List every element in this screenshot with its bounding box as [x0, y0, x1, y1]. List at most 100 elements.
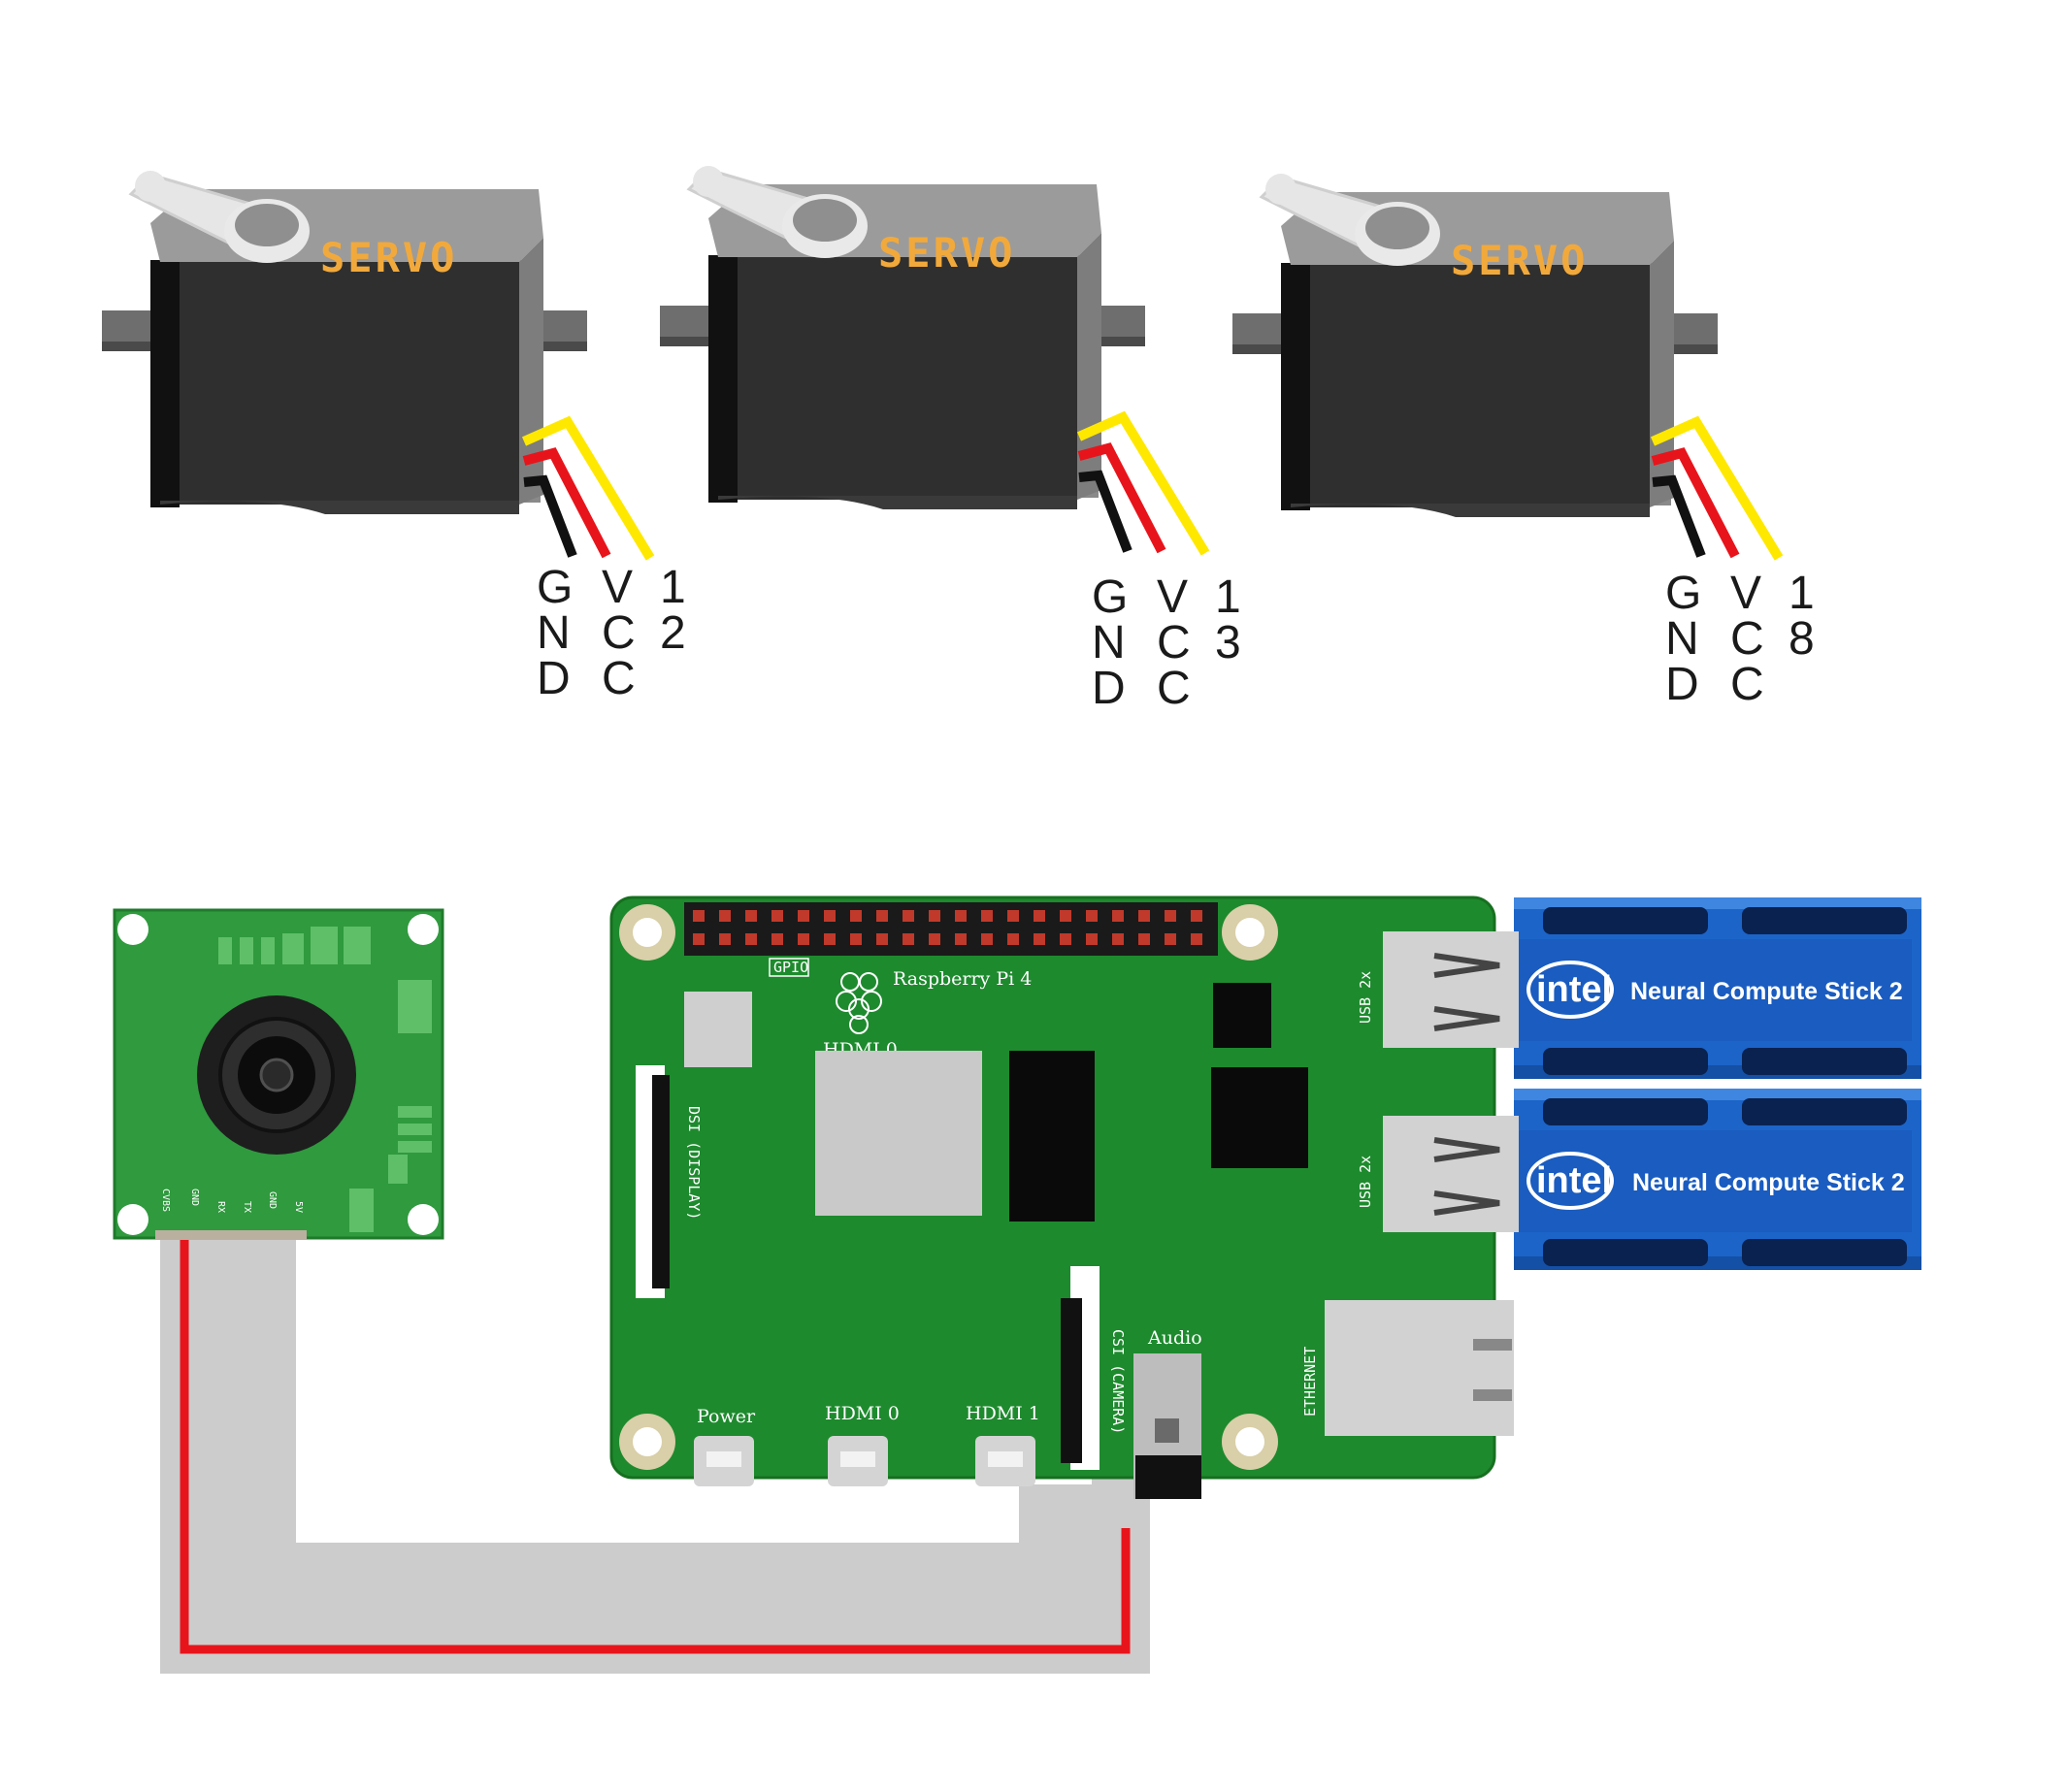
gpio-pin	[1112, 910, 1124, 922]
servo-2: SERVO	[658, 164, 1147, 511]
gpio-pin	[876, 910, 888, 922]
gpio-pin	[719, 933, 731, 945]
svg-text:C: C	[1730, 613, 1764, 665]
soc-chip	[815, 1051, 982, 1216]
gpio-pin	[771, 910, 783, 922]
gpio-pin	[955, 933, 967, 945]
svg-text:CVBS: CVBS	[160, 1189, 171, 1212]
ram-chip	[1009, 1051, 1095, 1222]
svg-text:V: V	[602, 562, 633, 613]
audio-label: Audio	[1147, 1327, 1202, 1349]
svg-text:C: C	[1157, 663, 1191, 714]
servo-2-label: SERVO	[878, 229, 1015, 277]
servo-1: SERVO	[100, 169, 589, 516]
svg-text:GND: GND	[189, 1189, 200, 1206]
usb-port-bottom	[1383, 1116, 1519, 1232]
svg-text:V: V	[1730, 568, 1761, 619]
svg-text:G: G	[537, 562, 573, 613]
servo-2-pin-labels: G N D V C C 1 3	[1092, 571, 1241, 714]
svg-text:1: 1	[660, 562, 686, 613]
gpio-pin	[1007, 910, 1019, 922]
raspberry-logo-icon	[836, 972, 882, 1034]
svg-text:TX: TX	[242, 1201, 252, 1213]
svg-text:1: 1	[1215, 571, 1241, 623]
gpio-pin	[824, 933, 836, 945]
gpio-label: GPIO	[773, 959, 808, 976]
svg-text:C: C	[602, 653, 636, 704]
gpio-pin	[1138, 933, 1150, 945]
csi-label: CSI (CAMERA)	[1109, 1329, 1127, 1434]
servo-1-pin-labels: G N D V C C 1 2	[537, 562, 686, 704]
svg-text:C: C	[1157, 617, 1191, 668]
svg-text:3: 3	[1215, 617, 1241, 668]
gpio-pin	[1138, 910, 1150, 922]
svg-text:2: 2	[660, 607, 686, 659]
svg-text:V: V	[1157, 571, 1188, 623]
svg-text:8: 8	[1789, 613, 1815, 665]
gpio-pin	[693, 933, 705, 945]
usb-port-top	[1383, 931, 1519, 1048]
gpio-pin	[955, 910, 967, 922]
servo-1-label: SERVO	[320, 234, 457, 281]
ethernet-label: ETHERNET	[1301, 1347, 1319, 1417]
gpio-pin	[903, 933, 914, 945]
hdmi1-label: HDMI 1	[966, 1403, 1040, 1424]
svg-text:5V: 5V	[293, 1201, 304, 1213]
svg-text:N: N	[537, 607, 571, 659]
camera-ribbon-cable	[160, 1230, 1150, 1674]
stick-2-brand: intel	[1536, 1160, 1612, 1201]
gpio-pin	[1165, 933, 1176, 945]
camera-pin-labels: CVBS GND RX TX GND 5V	[160, 1189, 304, 1213]
svg-text:N: N	[1665, 613, 1699, 665]
usb-label-top: USB 2x	[1357, 971, 1374, 1024]
stick-2-name: Neural Compute Stick 2	[1632, 1169, 1905, 1196]
gpio-pin	[719, 910, 731, 922]
gpio-pin	[1112, 933, 1124, 945]
gpio-pin	[798, 910, 809, 922]
gpio-pin	[1060, 933, 1071, 945]
gpio-pin	[876, 933, 888, 945]
gpio-header	[684, 902, 1218, 956]
gpio-pin	[850, 910, 862, 922]
gpio-pin	[798, 933, 809, 945]
svg-text:GND: GND	[267, 1191, 278, 1209]
gpio-pin	[1165, 910, 1176, 922]
gpio-pin	[850, 933, 862, 945]
gpio-pin	[1086, 933, 1098, 945]
board-title: Raspberry Pi 4	[893, 968, 1032, 990]
svg-text:G: G	[1665, 568, 1701, 619]
servo-3-label: SERVO	[1451, 237, 1588, 284]
svg-text:N: N	[1092, 617, 1126, 668]
power-label: Power	[697, 1406, 756, 1427]
svg-text:1: 1	[1789, 568, 1815, 619]
gpio-pin	[1007, 933, 1019, 945]
stick-1-brand: intel	[1536, 969, 1612, 1010]
neural-compute-stick-1: intel Neural Compute Stick 2	[1514, 897, 1921, 1079]
gpio-pin	[771, 933, 783, 945]
gpio-pin	[693, 910, 705, 922]
svg-text:D: D	[537, 653, 571, 704]
svg-text:G: G	[1092, 571, 1128, 623]
gpio-pin	[1034, 910, 1045, 922]
gpio-pin	[745, 933, 757, 945]
svg-text:C: C	[602, 607, 636, 659]
gpio-pin	[903, 910, 914, 922]
raspberry-pi-board: GPIO Raspberry Pi 4 HDMI 0 DSI (DISPLAY)…	[609, 896, 1519, 1499]
servo-3-pin-labels: G N D V C C 1 8	[1665, 568, 1815, 710]
svg-text:D: D	[1665, 659, 1699, 710]
gpio-pin	[981, 910, 993, 922]
gpio-pin	[929, 910, 940, 922]
svg-text:C: C	[1730, 659, 1764, 710]
dsi-label: DSI (DISPLAY)	[685, 1106, 703, 1220]
gpio-pin	[1086, 910, 1098, 922]
gpio-pin	[929, 933, 940, 945]
hdmi0-label: HDMI 0	[825, 1403, 900, 1424]
gpio-pin	[1034, 933, 1045, 945]
gpio-pin	[981, 933, 993, 945]
gpio-pin	[824, 910, 836, 922]
servo-3: SERVO	[1231, 172, 1720, 519]
gpio-pin	[745, 910, 757, 922]
gpio-pin	[1060, 910, 1071, 922]
stick-1-name: Neural Compute Stick 2	[1630, 978, 1903, 1005]
